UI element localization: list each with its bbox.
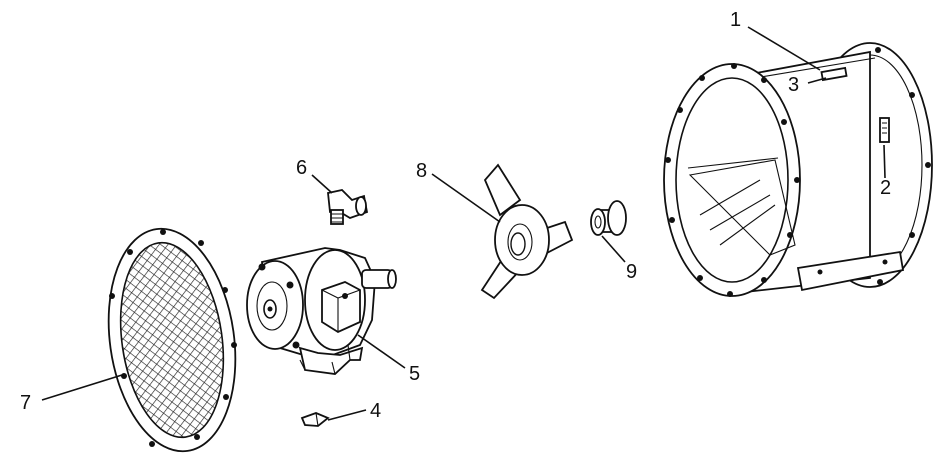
- leader-line-9: [601, 235, 626, 263]
- leader-line-5: [357, 334, 406, 369]
- leader-line-8: [431, 173, 501, 223]
- callout-6: 6: [296, 157, 307, 179]
- leader-line-4: [327, 409, 367, 421]
- callout-3: 3: [788, 74, 799, 96]
- elbow-fitting: [327, 189, 369, 225]
- fan-housing: [663, 42, 933, 297]
- leader-lines: [41, 26, 886, 421]
- callout-7: 7: [20, 392, 31, 414]
- hub-bushing: [590, 200, 627, 236]
- callout-2: 2: [880, 177, 891, 199]
- callout-1: 1: [730, 9, 741, 31]
- fan-blade: [480, 163, 574, 300]
- leader-line-7: [41, 374, 123, 401]
- leader-line-6: [311, 174, 333, 194]
- callout-9: 9: [626, 261, 637, 283]
- leader-line-3: [807, 77, 827, 84]
- leader-line-1: [747, 26, 821, 71]
- callout-8: 8: [416, 160, 427, 182]
- key-part: [300, 412, 330, 427]
- leader-line-2: [883, 144, 886, 179]
- motor: [246, 247, 397, 375]
- guard-screen: [107, 227, 237, 453]
- callout-4: 4: [370, 400, 381, 422]
- callout-5: 5: [409, 363, 420, 385]
